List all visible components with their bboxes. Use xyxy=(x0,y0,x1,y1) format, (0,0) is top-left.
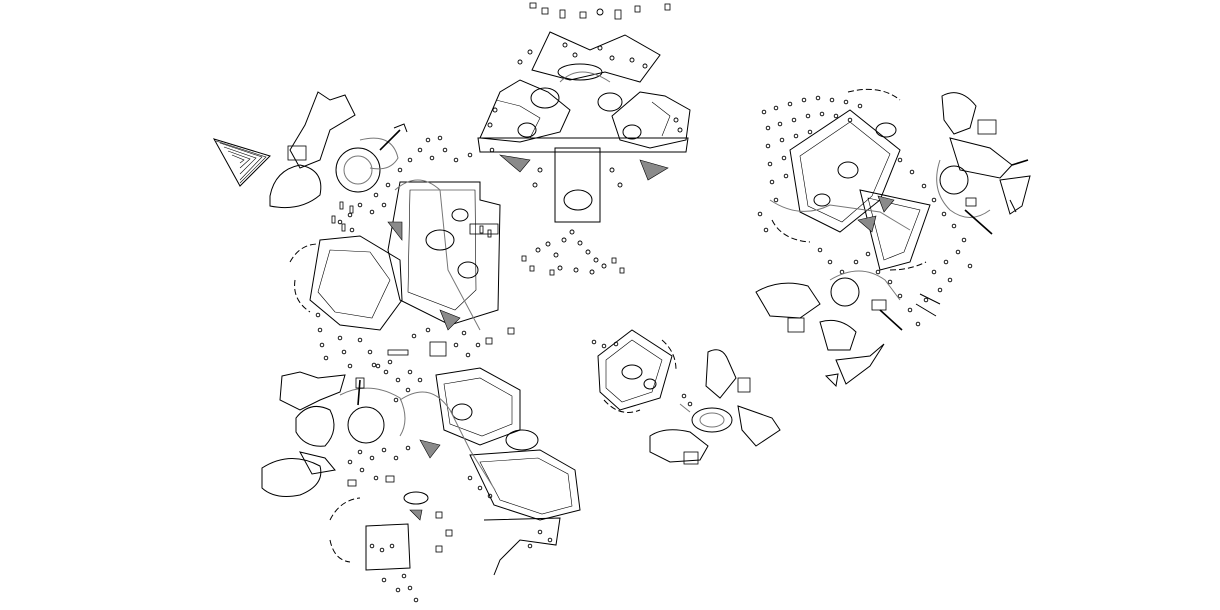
building-cluster-left xyxy=(269,91,515,369)
building-cluster-top xyxy=(477,2,691,223)
triangle-hatch-motif xyxy=(212,138,271,187)
bottom-left-dots xyxy=(347,359,553,603)
middle-dot-fan xyxy=(521,229,625,276)
building-cluster-bottom-left xyxy=(261,359,581,603)
right-cluster-dot-fan-south xyxy=(817,157,973,327)
top-scattered-blocks xyxy=(529,2,671,20)
left-cluster-dot-arcs xyxy=(315,135,495,369)
left-cluster-tick-blocks xyxy=(331,201,492,238)
top-cluster-dots xyxy=(487,42,683,188)
building-cluster-center-small xyxy=(591,329,781,465)
building-cluster-right xyxy=(755,88,1031,388)
